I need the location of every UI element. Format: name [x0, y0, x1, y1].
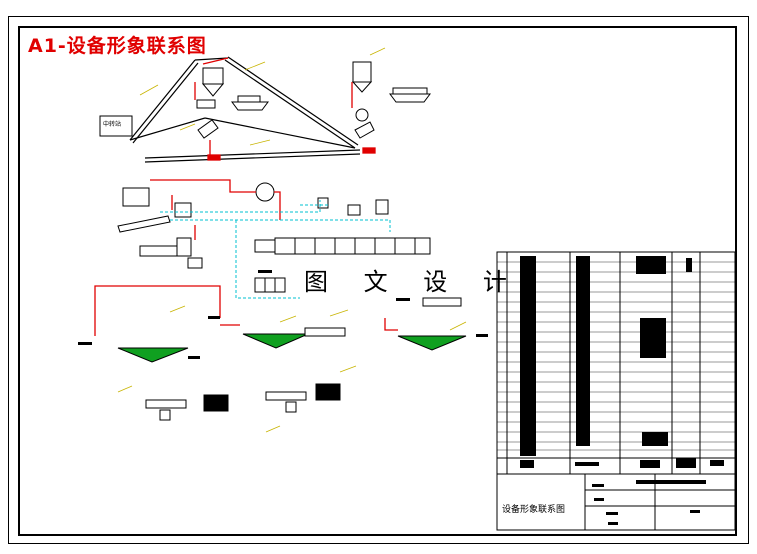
callout-leaders	[117, 47, 467, 433]
conveyor-belts	[129, 56, 361, 163]
watermark-text: 图 文 设 计	[304, 268, 521, 296]
thickeners	[117, 297, 467, 363]
crushing-equipment	[117, 61, 431, 269]
slurry-pipes	[94, 57, 398, 336]
filters	[145, 383, 341, 421]
parts-list-entries	[520, 256, 724, 525]
station-box: 中转站	[99, 115, 133, 137]
drawing-frame	[18, 26, 737, 536]
parts-list-rows	[497, 261, 735, 451]
water-lines	[160, 200, 391, 299]
title-block	[496, 251, 736, 531]
title-block-drawing-name: 设备形象联系图	[502, 505, 566, 515]
drawing-title: A1-设备形象联系图	[28, 35, 207, 57]
station-label: 中转站	[103, 120, 121, 128]
black-labels	[78, 270, 488, 359]
flotation-bank	[254, 237, 431, 293]
outer-border	[8, 16, 749, 544]
